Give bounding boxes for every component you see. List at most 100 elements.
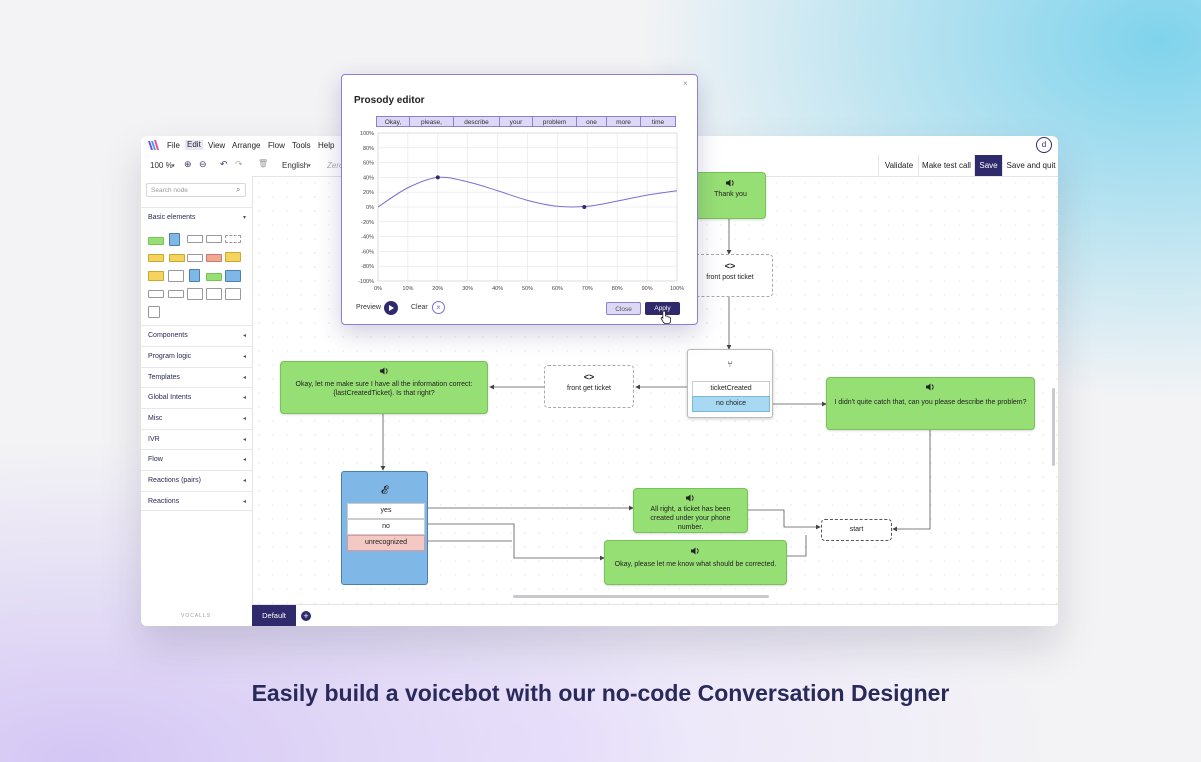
word-token[interactable]: your [499, 116, 533, 127]
listen-option-yes[interactable]: yes [347, 503, 425, 519]
control-point[interactable] [582, 205, 587, 209]
node-correct[interactable]: Okay, please let me know what should be … [604, 540, 787, 585]
word-token[interactable]: problem [532, 116, 577, 127]
menu-help[interactable]: Help [318, 141, 335, 150]
palette-item[interactable] [148, 290, 164, 298]
add-tab-icon[interactable]: + [301, 611, 311, 621]
word-token[interactable]: Okay, [376, 116, 410, 127]
sidebar-section-label: Reactions [148, 498, 180, 505]
close-button[interactable]: Close [606, 302, 641, 315]
palette-item[interactable] [148, 306, 160, 318]
node-ticket-created[interactable]: All right, a ticket has been created und… [633, 488, 748, 533]
speaker-icon [379, 367, 388, 375]
switch-option-no-choice[interactable]: no choice [692, 396, 770, 412]
palette-item[interactable] [187, 288, 203, 300]
horizontal-scrollbar[interactable] [513, 595, 769, 598]
x-tick-label: 10% [402, 286, 413, 292]
word-token[interactable]: more [606, 116, 641, 127]
play-icon[interactable] [384, 301, 398, 315]
sidebar-section-misc[interactable]: Misc◂ [141, 408, 252, 428]
palette-item[interactable] [187, 235, 203, 243]
node-confirm-ticket[interactable]: Okay, let me make sure I have all the in… [280, 361, 488, 414]
make-test-call-button[interactable]: Make test call [918, 155, 974, 176]
palette-item[interactable] [206, 254, 222, 262]
palette-item[interactable] [206, 288, 222, 300]
language-dropdown-caret-icon[interactable]: ▾ [308, 163, 311, 169]
sidebar-section-templates[interactable]: Templates◂ [141, 367, 252, 387]
search-node-input[interactable]: Search node [146, 183, 246, 197]
redo-icon[interactable]: ↷ [235, 159, 243, 169]
user-avatar[interactable]: d [1036, 137, 1052, 153]
menu-tools[interactable]: Tools [292, 141, 311, 150]
tab-default[interactable]: Default [252, 605, 296, 626]
save-and-quit-button[interactable]: Save and quit [1002, 155, 1058, 176]
validate-button[interactable]: Validate [878, 155, 919, 176]
palette-item[interactable] [206, 235, 222, 243]
menu-bar: File Edit View Arrange Flow Tools Help d [141, 136, 1058, 155]
y-tick-label: 100% [360, 131, 374, 137]
zoom-out-icon[interactable]: ⊖ [199, 159, 207, 169]
sidebar-section-flow[interactable]: Flow◂ [141, 449, 252, 469]
menu-file[interactable]: File [167, 141, 180, 150]
clear-label: Clear [411, 304, 428, 311]
palette-item[interactable] [168, 290, 184, 298]
zoom-dropdown-caret-icon[interactable]: ▾ [172, 163, 175, 169]
palette-item[interactable] [169, 233, 180, 246]
chevron-left-icon: ◂ [242, 354, 246, 360]
menu-edit[interactable]: Edit [185, 140, 203, 150]
zero-label: Zero [327, 161, 344, 170]
word-token[interactable]: describe [453, 116, 500, 127]
sidebar-section-reactions[interactable]: Reactions◂ [141, 491, 252, 511]
palette-item[interactable] [169, 254, 185, 262]
listen-option-unrecognized[interactable]: unrecognized [347, 535, 425, 551]
palette-item[interactable] [225, 288, 241, 300]
sidebar-section-ivr[interactable]: IVR◂ [141, 429, 252, 449]
undo-icon[interactable]: ↶ [220, 159, 228, 169]
x-tick-label: 100% [670, 286, 684, 292]
node-start[interactable]: start [821, 519, 892, 541]
palette-item[interactable] [206, 273, 222, 281]
node-switch[interactable]: ⑂ ticketCreated no choice [687, 349, 773, 418]
listen-option-no[interactable]: no [347, 519, 425, 535]
palette-item[interactable] [148, 237, 164, 245]
close-icon[interactable]: × [683, 79, 688, 88]
palette-item[interactable] [225, 252, 241, 262]
palette-item[interactable] [148, 254, 164, 262]
delete-icon[interactable]: 🗑 [258, 159, 269, 168]
palette-item[interactable] [189, 269, 200, 282]
save-button[interactable]: Save [974, 155, 1002, 176]
palette-item[interactable] [225, 235, 241, 243]
word-token[interactable]: please, [409, 116, 454, 127]
sidebar-section-program-logic[interactable]: Program logic◂ [141, 346, 252, 366]
word-token[interactable]: one [576, 116, 607, 127]
menu-flow[interactable]: Flow [268, 141, 285, 150]
word-token[interactable]: time [640, 116, 676, 127]
apply-button[interactable]: Apply [645, 302, 680, 315]
language-select[interactable]: English [282, 161, 309, 170]
sidebar-section-basic-elements[interactable]: Basic elements ▾ [141, 207, 252, 227]
zoom-in-icon[interactable]: ⊕ [184, 159, 192, 169]
chevron-left-icon: ◂ [242, 395, 246, 401]
node-front-post-ticket[interactable]: <> front post ticket [687, 254, 773, 297]
ear-icon: 𝓔 [381, 483, 388, 497]
menu-view[interactable]: View [208, 141, 226, 150]
palette-item[interactable] [187, 254, 203, 262]
switch-option-ticket-created[interactable]: ticketCreated [692, 381, 770, 397]
palette-item[interactable] [168, 270, 184, 282]
node-front-get-ticket[interactable]: <> front get ticket [544, 365, 634, 408]
clear-icon[interactable]: × [432, 301, 445, 314]
vertical-scrollbar[interactable] [1052, 388, 1055, 466]
menu-arrange[interactable]: Arrange [232, 141, 261, 150]
palette-item[interactable] [225, 270, 241, 282]
node-didnt-catch[interactable]: I didn't quite catch that, can you pleas… [826, 377, 1035, 430]
zoom-level[interactable]: 100 % [150, 161, 173, 170]
control-point[interactable] [435, 175, 440, 180]
node-thank-you[interactable]: Thank you [695, 172, 766, 219]
palette-item[interactable] [148, 271, 164, 281]
node-listen[interactable]: 𝓔 yes no unrecognized [341, 471, 428, 585]
sidebar-section-reactions-pairs[interactable]: Reactions (pairs)◂ [141, 470, 252, 490]
sidebar-section-components[interactable]: Components◂ [141, 325, 252, 345]
sidebar-section-global-intents[interactable]: Global Intents◂ [141, 387, 252, 407]
prosody-chart[interactable]: 0%10%20%30%40%50%60%70%80%90%100%100%80%… [342, 127, 697, 297]
sidebar-section-label: Components [148, 332, 188, 339]
